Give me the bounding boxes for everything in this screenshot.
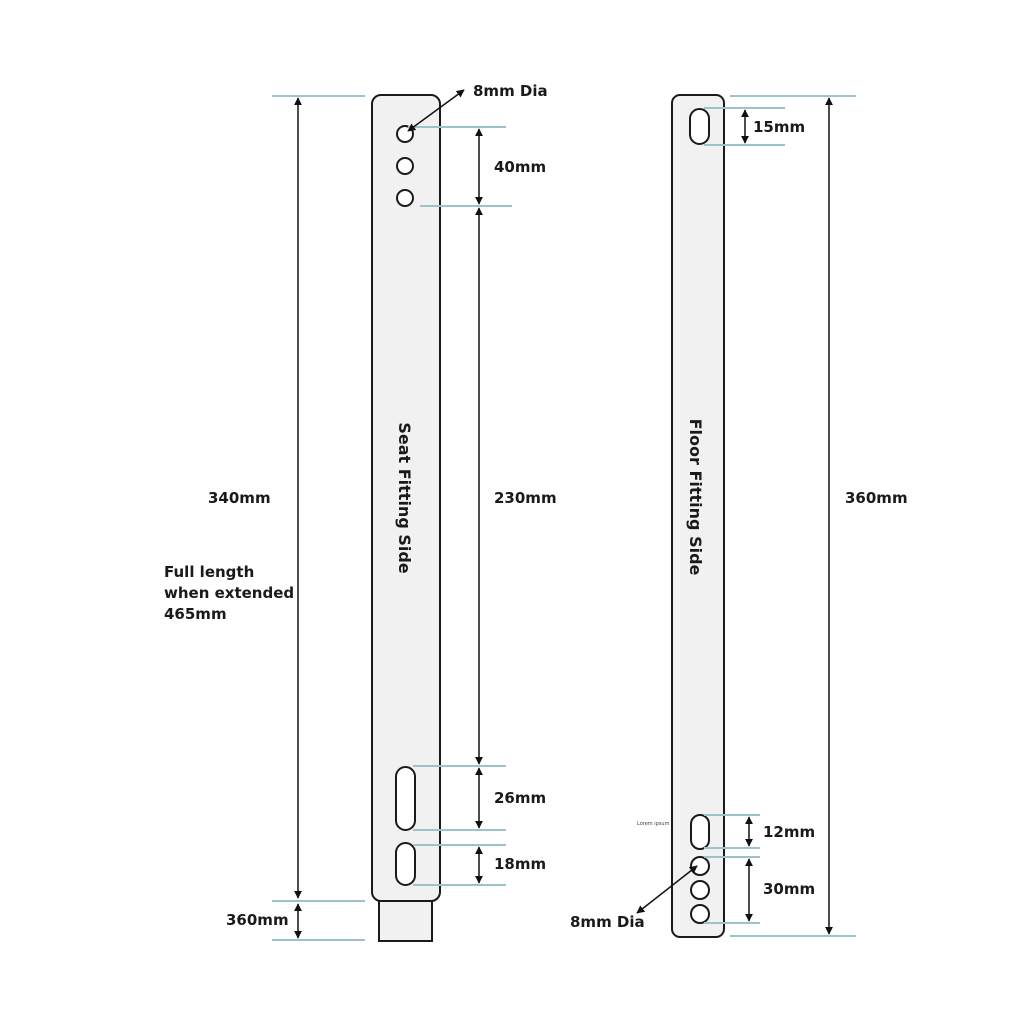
floor-dim-360-label: 360mm bbox=[845, 489, 908, 507]
seat-dim-40-label: 40mm bbox=[494, 158, 546, 176]
floor-dim-15-label: 15mm bbox=[753, 118, 805, 136]
full-length-line-3: 465mm bbox=[164, 605, 227, 623]
seat-extension-lines bbox=[272, 95, 512, 941]
seat-fitting-part: Seat Fitting Side bbox=[371, 94, 441, 942]
floor-dim-12-label: 12mm bbox=[763, 823, 815, 841]
seat-hole-2 bbox=[396, 157, 414, 175]
floor-extension-lines bbox=[704, 95, 856, 937]
seat-dimension-lines bbox=[294, 89, 483, 939]
floor-dimension-lines bbox=[636, 97, 833, 935]
floor-dim-30-label: 30mm bbox=[763, 880, 815, 898]
seat-dim-360-label: 360mm bbox=[226, 911, 289, 929]
seat-hole-3 bbox=[396, 189, 414, 207]
floor-fitting-part: Floor Fitting Side bbox=[671, 94, 725, 938]
seat-hole-dia-label: 8mm Dia bbox=[473, 82, 548, 100]
floor-bar-body bbox=[671, 94, 725, 938]
floor-side-label: Floor Fitting Side bbox=[686, 419, 705, 576]
placeholder-text: Lorem ipsum bbox=[637, 821, 670, 827]
seat-extension-tube bbox=[378, 899, 433, 942]
seat-dim-230-label: 230mm bbox=[494, 489, 557, 507]
floor-hole-1 bbox=[690, 856, 710, 876]
dia-leader-top bbox=[407, 89, 465, 132]
seat-dim-18-label: 18mm bbox=[494, 855, 546, 873]
seat-slot-lower bbox=[395, 842, 416, 886]
seat-dim-340-label: 340mm bbox=[208, 489, 271, 507]
seat-dim-26-label: 26mm bbox=[494, 789, 546, 807]
floor-hole-3 bbox=[690, 904, 710, 924]
full-length-line-2: when extended bbox=[164, 584, 294, 602]
floor-slot-top bbox=[689, 108, 710, 145]
dia-leader-bottom bbox=[636, 865, 698, 914]
floor-hole-dia-label: 8mm Dia bbox=[570, 913, 645, 931]
full-length-line-1: Full length bbox=[164, 563, 254, 581]
floor-hole-2 bbox=[690, 880, 710, 900]
seat-side-label: Seat Fitting Side bbox=[395, 422, 414, 573]
seat-bar-body bbox=[371, 94, 441, 902]
floor-slot-bottom bbox=[690, 814, 710, 850]
seat-slot-upper bbox=[395, 766, 416, 831]
